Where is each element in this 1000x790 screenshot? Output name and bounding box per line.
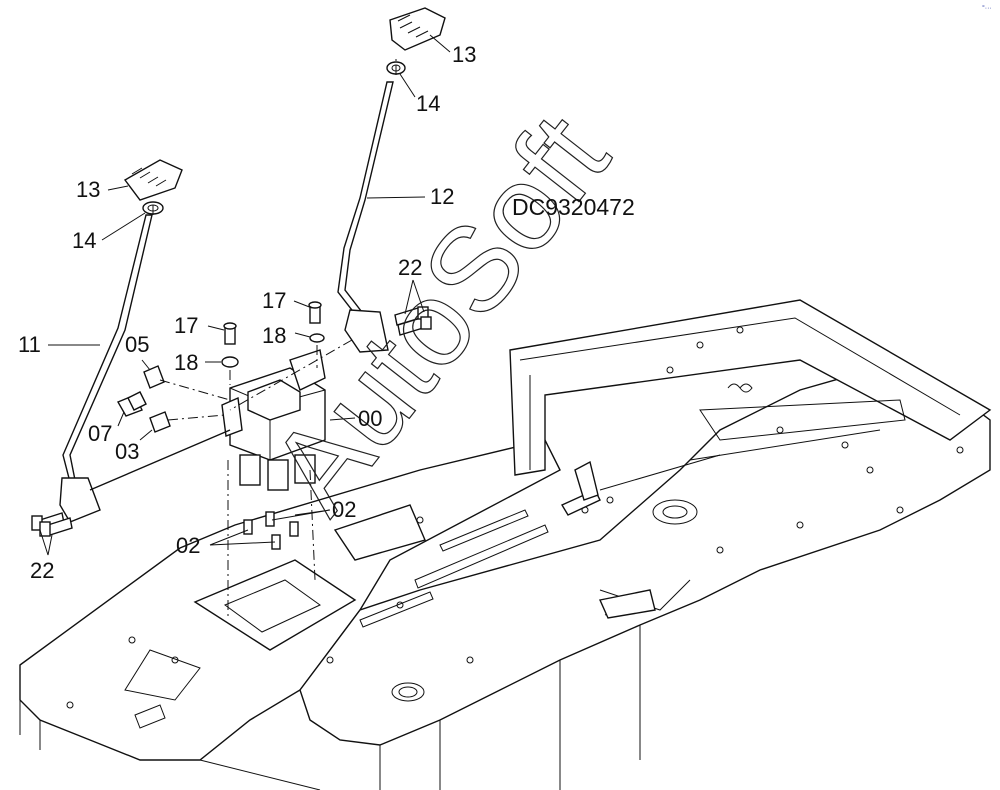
fittings-02 xyxy=(243,511,299,550)
left-grip-13 xyxy=(123,159,183,201)
callout-11-left-lever: 11 xyxy=(18,332,41,357)
screw-17-right xyxy=(308,301,322,324)
callout-07-fitting: 07 xyxy=(88,421,112,446)
callout-03-fitting: 03 xyxy=(115,439,139,464)
callout-02-fittings-lower: 02 xyxy=(176,533,200,558)
callout-22-right-bolts: 22 xyxy=(398,255,422,280)
assembly-centerlines xyxy=(152,56,397,620)
callout-14-left-washer: 14 xyxy=(72,228,96,253)
bolts-22-right xyxy=(394,306,432,336)
callout-14-right-washer: 14 xyxy=(416,91,440,116)
washer-18-right xyxy=(309,333,325,343)
callout-22-left-bolts: 22 xyxy=(30,558,54,583)
callout-17-left-screw: 17 xyxy=(174,313,198,338)
right-grip-13 xyxy=(389,7,446,51)
callout-05-fitting: 05 xyxy=(125,332,149,357)
bolts-22-left xyxy=(31,512,73,537)
callout-02-fittings-upper: 02 xyxy=(332,497,356,522)
washer-18-left xyxy=(221,356,239,368)
left-lever-11 xyxy=(59,214,231,523)
leader-lines xyxy=(39,34,451,556)
fitting-05 xyxy=(143,365,165,389)
callout-18-left-washer: 18 xyxy=(174,350,198,375)
fitting-07 xyxy=(116,391,147,417)
chassis-frame xyxy=(19,299,992,790)
drawing-code: DC9320472 xyxy=(512,194,635,220)
callout-18-right-washer: 18 xyxy=(262,323,286,348)
callout-00-valve: 00 xyxy=(358,406,382,431)
callout-13-left-grip: 13 xyxy=(76,177,100,202)
right-lever-12 xyxy=(229,81,394,411)
callout-13-right-grip: 13 xyxy=(452,42,476,67)
corner-mark: °··· xyxy=(982,4,992,12)
callout-12-right-lever: 12 xyxy=(430,184,454,209)
fitting-03 xyxy=(149,411,171,433)
screw-17-left xyxy=(223,322,237,345)
callout-17-right-screw: 17 xyxy=(262,288,286,313)
